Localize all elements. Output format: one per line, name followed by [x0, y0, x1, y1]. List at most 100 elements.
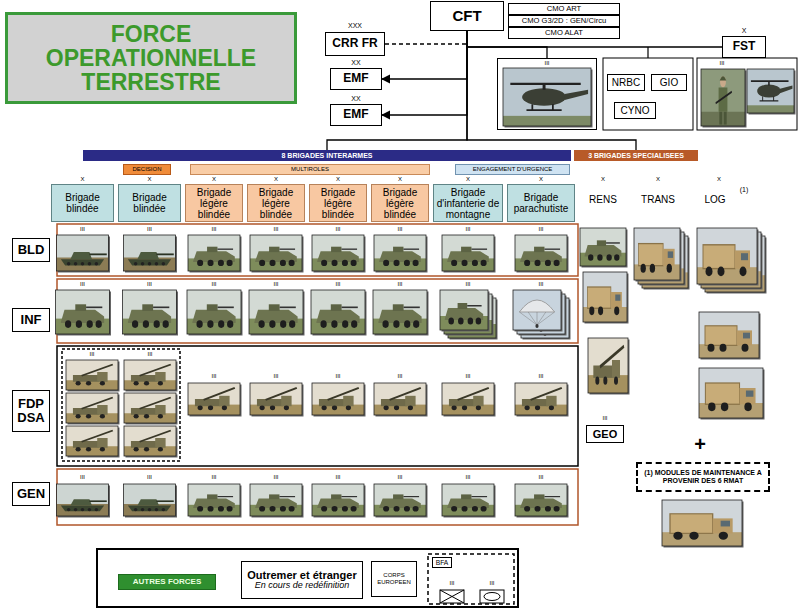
connector: [327, 31, 467, 150]
photo-frame: [57, 235, 109, 271]
photo-frame: [56, 290, 110, 334]
unit-label: III: [335, 226, 340, 232]
photo: [699, 368, 763, 418]
unit-label: III: [273, 373, 278, 379]
photo: [634, 228, 680, 280]
unit-label: X: [539, 176, 543, 182]
unit-label: III: [335, 373, 340, 379]
photo: [124, 235, 176, 271]
photo: [250, 383, 302, 415]
photo: [188, 383, 240, 415]
photo-frame: [188, 484, 240, 516]
unit-label: X: [742, 27, 747, 34]
photo-frame: [124, 393, 176, 423]
photo-frame: [188, 383, 240, 415]
row-frame: [57, 469, 578, 525]
org-box: III: [497, 58, 597, 130]
org-box: (1) MODULES DE MAINTENANCE A PROVENIR DE…: [636, 462, 770, 492]
node-text: CYNO: [621, 105, 650, 116]
photo: [312, 383, 364, 415]
photo: [187, 290, 241, 334]
dashed-group: [428, 554, 514, 604]
node-text: III: [544, 60, 549, 67]
unit-label: XXX: [348, 22, 362, 29]
group-frame: [603, 58, 693, 130]
org-box: Brigade légère blindée: [309, 184, 367, 222]
photo: [515, 235, 567, 271]
photo-frame: [662, 500, 742, 546]
unit-label: LOG: [704, 195, 725, 205]
photo: [515, 383, 567, 415]
org-box: MULTIROLES: [190, 164, 430, 175]
node-text: CMO ART: [547, 5, 581, 13]
unit-label: III: [538, 373, 543, 379]
photo-frame: [373, 290, 427, 334]
photo-frame: [701, 69, 745, 126]
unit-label: III: [147, 226, 152, 232]
unit-label: III: [397, 226, 402, 232]
photo: [57, 235, 109, 271]
org-box: CMO ALAT: [508, 27, 620, 39]
node-text: Brigade légère blindée: [250, 187, 302, 220]
org-box: INF: [12, 308, 50, 332]
org-box: Brigade blindée: [118, 184, 181, 222]
node-text: CMO G3/2D : GEN/Circu: [522, 17, 606, 25]
node-text: BFA: [436, 559, 449, 566]
photo: [66, 426, 118, 456]
unit-label: X: [466, 176, 470, 182]
unit-label: III: [89, 351, 94, 357]
unit-label: III: [465, 373, 470, 379]
node-text: 8 BRIGADES INTERARMES: [281, 152, 372, 160]
org-box: CMO G3/2D : GEN/Circu: [508, 15, 620, 27]
photo-frame: [250, 235, 302, 271]
photo-frame: [250, 383, 302, 415]
org-box: BFA: [432, 557, 452, 568]
unit-label: III: [335, 281, 340, 287]
org-box: EMF: [330, 68, 382, 90]
photo: [374, 484, 426, 516]
photo: [312, 235, 364, 271]
unit-label: III: [211, 226, 216, 232]
org-box: Outremer et étrangerEn cours de redéfini…: [241, 561, 363, 599]
org-box: Brigade blindée: [51, 184, 114, 222]
node-text: INF: [21, 313, 42, 327]
photo: [250, 484, 302, 516]
unit-label: XX: [351, 59, 360, 66]
photo: [747, 69, 794, 113]
photo-frame: [697, 228, 757, 284]
node-text: BLD: [18, 243, 45, 257]
photo-frame: [515, 383, 567, 415]
unit-label: III: [397, 373, 402, 379]
connector: [385, 31, 467, 44]
photo: [124, 426, 176, 456]
photo-frame: [440, 290, 488, 330]
row-frame: [57, 346, 578, 466]
unit-label: X: [147, 176, 151, 182]
photo-frame: [374, 235, 426, 271]
group-frame: [697, 58, 797, 130]
photo-frame: [188, 235, 240, 271]
node-text: Brigade d'infanterie de montagne: [436, 187, 500, 220]
unit-label: III: [397, 281, 402, 287]
unit-label: X: [336, 176, 340, 182]
org-box: CMO ART: [508, 3, 620, 15]
unit-label: III: [80, 226, 85, 232]
unit-label: X: [212, 176, 216, 182]
node-text: EMF: [343, 72, 368, 85]
unit-label: X: [80, 176, 84, 182]
unit-label: III: [335, 474, 340, 480]
unit-label: X: [717, 176, 721, 182]
photo: [701, 69, 745, 126]
connector: [382, 31, 467, 115]
unit-label: III: [211, 474, 216, 480]
photo-frame: [699, 368, 763, 418]
unit-label: III: [465, 281, 470, 287]
photo: [513, 290, 561, 330]
node-text: 3 BRIGADES SPECIALISEES: [588, 152, 684, 160]
photo: [66, 360, 118, 390]
node-text: NRBC: [612, 77, 640, 88]
unit-label: III: [538, 226, 543, 232]
node-text: FST: [733, 40, 756, 53]
node-text: Brigade blindée: [54, 192, 111, 214]
org-box: NRBC: [607, 74, 645, 91]
